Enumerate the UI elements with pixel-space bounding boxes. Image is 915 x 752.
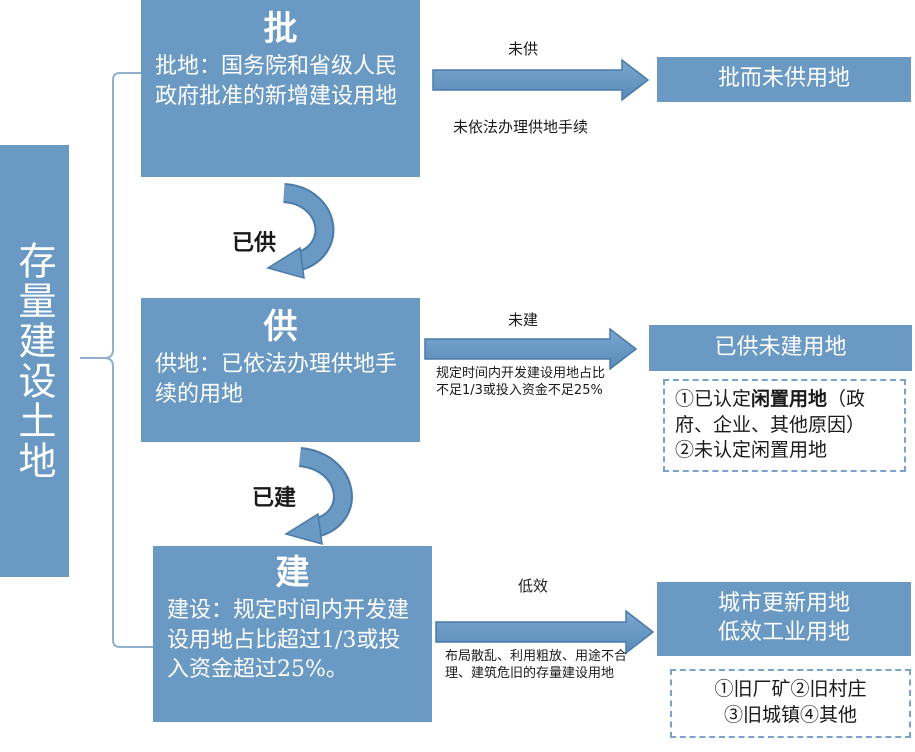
arrow-gong-bottom-label: 规定时间内开发建设用地占比不足1/3或投入资金不足25% <box>436 366 606 398</box>
arrow-pi-bottom-label: 未依法办理供地手续 <box>453 118 589 136</box>
arrow-gong-top-label: 未建 <box>508 311 539 329</box>
curve-arrow-gong-to-jian <box>284 447 353 546</box>
stock-land-title-block: 存量建设土地 <box>0 145 69 577</box>
arrow-pi-to-result <box>432 58 650 102</box>
low-efficiency-note-line2: ③旧城镇④其他 <box>723 703 857 726</box>
result-supplied-unbuilt-label: 已供未建用地 <box>714 334 847 360</box>
stage-jian-box: 建 建设：规定时间内开发建设用地占比超过1/3或投入资金超过25%。 <box>153 546 432 722</box>
transition-pi-to-gong-label: 已供 <box>232 231 277 256</box>
curve-arrow-pi-to-gong <box>266 183 335 280</box>
stage-jian-desc: 建设：规定时间内开发建设用地占比超过1/3或投入资金超过25%。 <box>167 598 410 683</box>
stage-pi-box: 批 批地：国务院和省级人民政府批准的新增建设用地 <box>141 0 420 177</box>
transition-gong-to-jian-label: 已建 <box>252 486 297 511</box>
left-bracket <box>80 72 153 648</box>
stock-land-title: 存量建设土地 <box>12 241 56 481</box>
result-urban-renewal-label: 城市更新用地 <box>717 591 850 617</box>
low-efficiency-note: ①旧厂矿②旧村庄 ③旧城镇④其他 <box>670 669 911 738</box>
result-low-efficiency-label: 低效工业用地 <box>717 620 850 645</box>
stage-gong-desc: 供地：已依法办理供地手续的用地 <box>155 352 398 407</box>
result-urban-renewal: 城市更新用地 低效工业用地 <box>657 582 911 656</box>
arrow-pi-top-label: 未供 <box>508 40 539 58</box>
stage-pi-desc: 批地：国务院和省级人民政府批准的新增建设用地 <box>155 54 398 109</box>
idle-land-note-line2: ②未认定闲置用地 <box>675 439 828 462</box>
arrow-gong-to-result <box>424 327 638 371</box>
idle-land-note-line1: ①已认定闲置用地（政府、企业、其他原因） <box>675 387 894 438</box>
idle-note-suffix: （政府、企业、其他原因） <box>675 388 866 436</box>
idle-land-note: ①已认定闲置用地（政府、企业、其他原因） ②未认定闲置用地 <box>663 379 906 472</box>
stage-pi-head: 批 <box>263 9 298 49</box>
arrow-jian-bottom-label: 布局散乱、利用粗放、用途不合理、建筑危旧的存量建设用地 <box>445 649 628 681</box>
arrow-jian-to-result <box>435 609 655 655</box>
idle-note-prefix: ①已认定 <box>675 388 752 410</box>
result-approved-unsupplied: 批而未供用地 <box>657 57 911 102</box>
low-efficiency-note-line1: ①旧厂矿②旧村庄 <box>714 678 867 700</box>
idle-note-bold: 闲置用地 <box>751 388 828 410</box>
stage-jian-head: 建 <box>275 553 310 593</box>
result-approved-unsupplied-label: 批而未供用地 <box>717 66 850 92</box>
arrow-jian-top-label: 低效 <box>518 577 549 595</box>
stage-gong-box: 供 供地：已依法办理供地手续的用地 <box>141 298 420 442</box>
stage-gong-head: 供 <box>263 307 298 347</box>
result-supplied-unbuilt: 已供未建用地 <box>649 325 912 371</box>
